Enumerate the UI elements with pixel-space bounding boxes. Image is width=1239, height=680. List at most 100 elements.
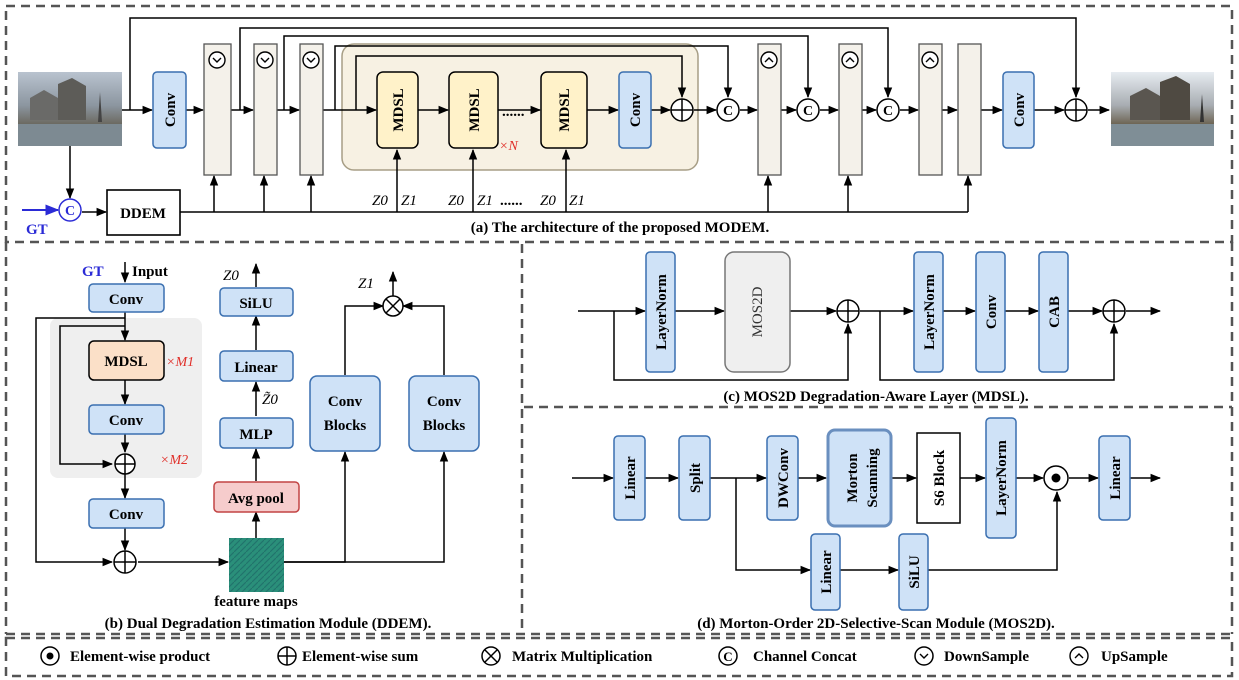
ddem-block: [106, 189, 181, 236]
conv-in-label: Conv: [163, 92, 179, 127]
mdsl-label-1: MDSL: [391, 88, 407, 131]
z1-label: Z1: [401, 193, 417, 209]
s6-block: [916, 432, 961, 524]
feature-maps-label: feature maps: [214, 594, 298, 610]
linear-label-b: Linear: [234, 360, 278, 376]
mdsl-block-2: [448, 71, 499, 149]
upsample-icon: [760, 51, 778, 69]
conv-out-block: [1002, 71, 1035, 149]
conv-label-b3: Conv: [109, 507, 144, 523]
layernorm-block-c2: [913, 251, 944, 373]
legend-product-label: Element-wise product: [70, 649, 210, 665]
legend: Element-wise product Element-wise sum Ma…: [40, 646, 1168, 666]
conv-blocks-1: [309, 375, 381, 452]
layernorm-block-d: [985, 417, 1017, 539]
concat-icon: [718, 646, 738, 666]
layernorm-label-d: LayerNorm: [994, 440, 1010, 516]
conv-blocks-1-line2: Blocks: [324, 418, 367, 434]
m2-label: ×M2: [160, 453, 188, 468]
linear-block-d2: [1098, 435, 1131, 521]
legend-concat-label: Channel Concat: [753, 649, 857, 665]
frame-legend: [4, 636, 1234, 678]
concat-icon-gt: [58, 198, 82, 222]
mos2d-block: [724, 251, 791, 373]
concat-glyph: C: [803, 104, 813, 119]
gt-label-a: GT: [26, 222, 48, 238]
layernorm-block-c1: [645, 251, 676, 373]
legend-down-label: DownSample: [944, 649, 1029, 665]
dwconv-label: DWConv: [776, 448, 792, 509]
legend-up-label: UpSample: [1101, 649, 1168, 665]
conv-blocks-1-line1: Conv: [328, 394, 363, 410]
upsample-icon: [1069, 646, 1089, 666]
split-label: Split: [688, 463, 704, 493]
morton-scanning-block: [826, 428, 893, 528]
avg-pool-block: [213, 481, 300, 513]
panel-c: LayerNorm MOS2D LayerNorm Conv CAB (c) M…: [578, 251, 1162, 405]
conv-in-block: [152, 71, 187, 149]
feature-bars: [203, 43, 982, 176]
caption-b: (b) Dual Degradation Estimation Module (…: [105, 616, 432, 632]
silu-block-d: [898, 533, 929, 611]
frames: [4, 4, 1234, 678]
conv-label-b1: Conv: [109, 292, 144, 308]
z-dots: ......: [500, 193, 523, 209]
ddem-label: DDEM: [120, 206, 166, 222]
conv-label-b2: Conv: [109, 413, 144, 429]
linear-block-d3: [810, 533, 841, 611]
conv-block-b2: [88, 404, 165, 435]
conv-blocks-2-line2: Blocks: [423, 418, 466, 434]
layernorm-label-c2: LayerNorm: [922, 274, 938, 350]
panel-d: Linear Split DWConv Morton Scanning S6 B…: [572, 417, 1162, 632]
legend-sum-label: Element-wise sum: [302, 649, 419, 665]
gt-label-b: GT: [82, 264, 104, 280]
conv-block-b1: [88, 283, 165, 313]
z1-out-label: Z1: [358, 276, 374, 292]
conv-mid-label: Conv: [628, 92, 644, 127]
conv-label-c: Conv: [984, 294, 1000, 329]
s6-label: S6 Block: [932, 449, 948, 506]
caption-d: (d) Morton-Order 2D-Selective-Scan Modul…: [697, 616, 1055, 632]
z0-label: Z0: [540, 193, 556, 209]
concat-glyph-gt: C: [65, 204, 75, 219]
mdsl-label-3: MDSL: [557, 88, 573, 131]
downsample-icon: [256, 51, 274, 69]
sum-symbols: [670, 98, 1088, 122]
downsample-icon: [302, 51, 320, 69]
concat-icon: [716, 98, 740, 122]
concat-glyph: C: [723, 104, 733, 119]
downsample-icon: [914, 646, 934, 666]
z0-out-label: Z0: [223, 268, 239, 284]
mdsl-label-b: MDSL: [104, 354, 147, 370]
mlp-block: [219, 417, 294, 449]
dwconv-block: [766, 435, 799, 521]
linear-label-d3: Linear: [819, 550, 835, 594]
silu-block-b: [219, 287, 294, 317]
morton-label-2: Scanning: [865, 448, 881, 508]
conv-out-label: Conv: [1012, 92, 1028, 127]
caption-a: (a) The architecture of the proposed MOD…: [471, 220, 770, 236]
legend-concat-glyph: C: [723, 649, 732, 664]
conv-block-c: [975, 251, 1006, 373]
conv-mid-block: [618, 71, 652, 149]
conv-block-b3: [88, 498, 165, 529]
z0-label: Z0: [448, 193, 464, 209]
mdsl-label-2: MDSL: [467, 88, 483, 131]
morton-label-1: Morton: [845, 453, 861, 503]
sample-markers: [208, 51, 939, 69]
concat-icon: [876, 98, 900, 122]
mdsl-dots: ......: [502, 104, 525, 120]
mdsl-block-1: [376, 71, 419, 149]
panel-b: GT Input Conv MDSL ×M1 Conv ×M2 Conv fea…: [35, 262, 480, 632]
layernorm-label-c1: LayerNorm: [654, 274, 670, 350]
cab-label: CAB: [1047, 296, 1063, 328]
linear-block-d1: [613, 435, 646, 521]
linear-label-d1: Linear: [623, 456, 639, 500]
mlp-label: MLP: [239, 427, 272, 443]
avg-pool-label: Avg pool: [228, 491, 284, 507]
concat-symbols: C C C C: [58, 98, 900, 222]
z1-label: Z1: [477, 193, 493, 209]
concat-glyph: C: [883, 104, 893, 119]
mdsl-block-3: [540, 71, 588, 149]
